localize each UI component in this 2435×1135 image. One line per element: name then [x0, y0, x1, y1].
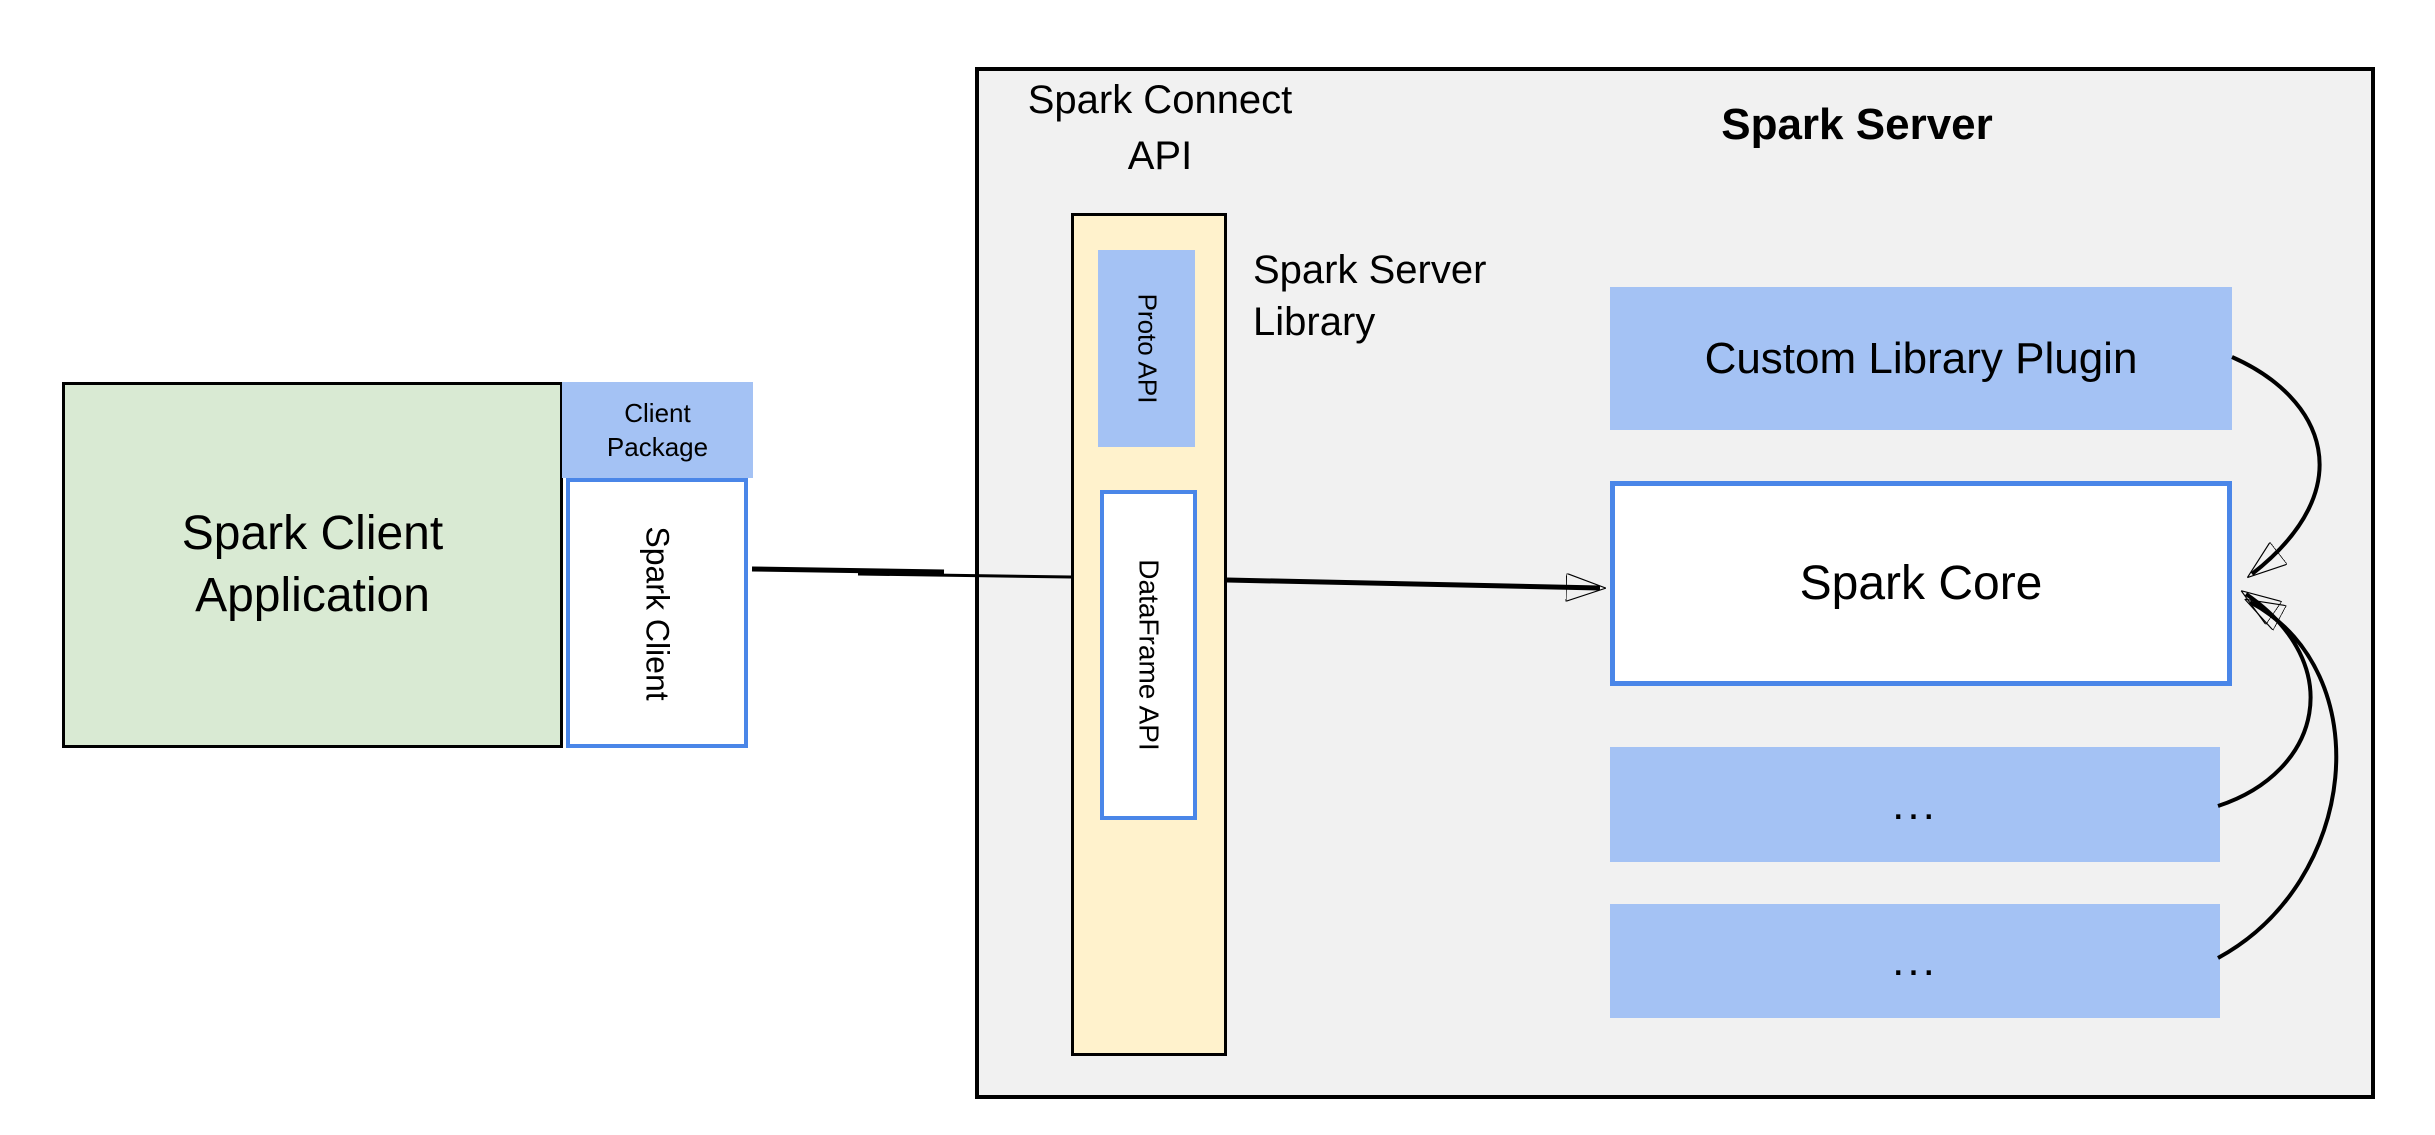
spark-client-application-line2: Application [195, 569, 430, 622]
dataframe-api-label: DataFrame API [1133, 559, 1165, 751]
proto-api-box: Proto API [1098, 250, 1195, 447]
client-package-label: Client Package [607, 396, 708, 464]
client-package-box: Client Package [562, 382, 753, 478]
plugin-slot-box-2: ... [1610, 904, 2220, 1018]
custom-library-plugin-box: Custom Library Plugin [1610, 287, 2232, 430]
plugin-slot-2-label: ... [1892, 936, 1938, 985]
client-package-line1: Client [624, 398, 691, 428]
spark-server-library-line2: Library [1253, 300, 1376, 344]
dataframe-api-box: DataFrame API [1100, 490, 1197, 820]
spark-client-application-label: Spark Client Application [182, 503, 443, 627]
spark-connect-api-line1: Spark Connect [1027, 78, 1293, 122]
spark-core-label: Spark Core [1799, 557, 2043, 610]
client-package-line2: Package [606, 432, 709, 462]
plugin-slot-box-1: ... [1610, 747, 2220, 862]
spark-core-box: Spark Core [1610, 481, 2232, 686]
spark-client-application-box: Spark Client Application [62, 382, 563, 748]
spark-client-application-line1: Spark Client [181, 507, 444, 560]
spark-server-library-label: Spark Server Library [1253, 244, 1653, 348]
spark-server-title: Spark Server [1721, 100, 1993, 149]
plugin-slot-1-label: ... [1892, 779, 1938, 829]
client-to-connect-line-a [751, 566, 945, 575]
spark-client-label: Spark Client [639, 525, 676, 701]
spark-client-box: Spark Client [566, 478, 748, 748]
custom-library-plugin-label: Custom Library Plugin [1704, 333, 2138, 383]
spark-connect-api-label: Spark Connect API [960, 72, 1360, 184]
spark-server-library-line1: Spark Server [1253, 248, 1487, 292]
spark-connect-api-line2: API [1127, 134, 1193, 178]
proto-api-label: Proto API [1132, 293, 1162, 404]
